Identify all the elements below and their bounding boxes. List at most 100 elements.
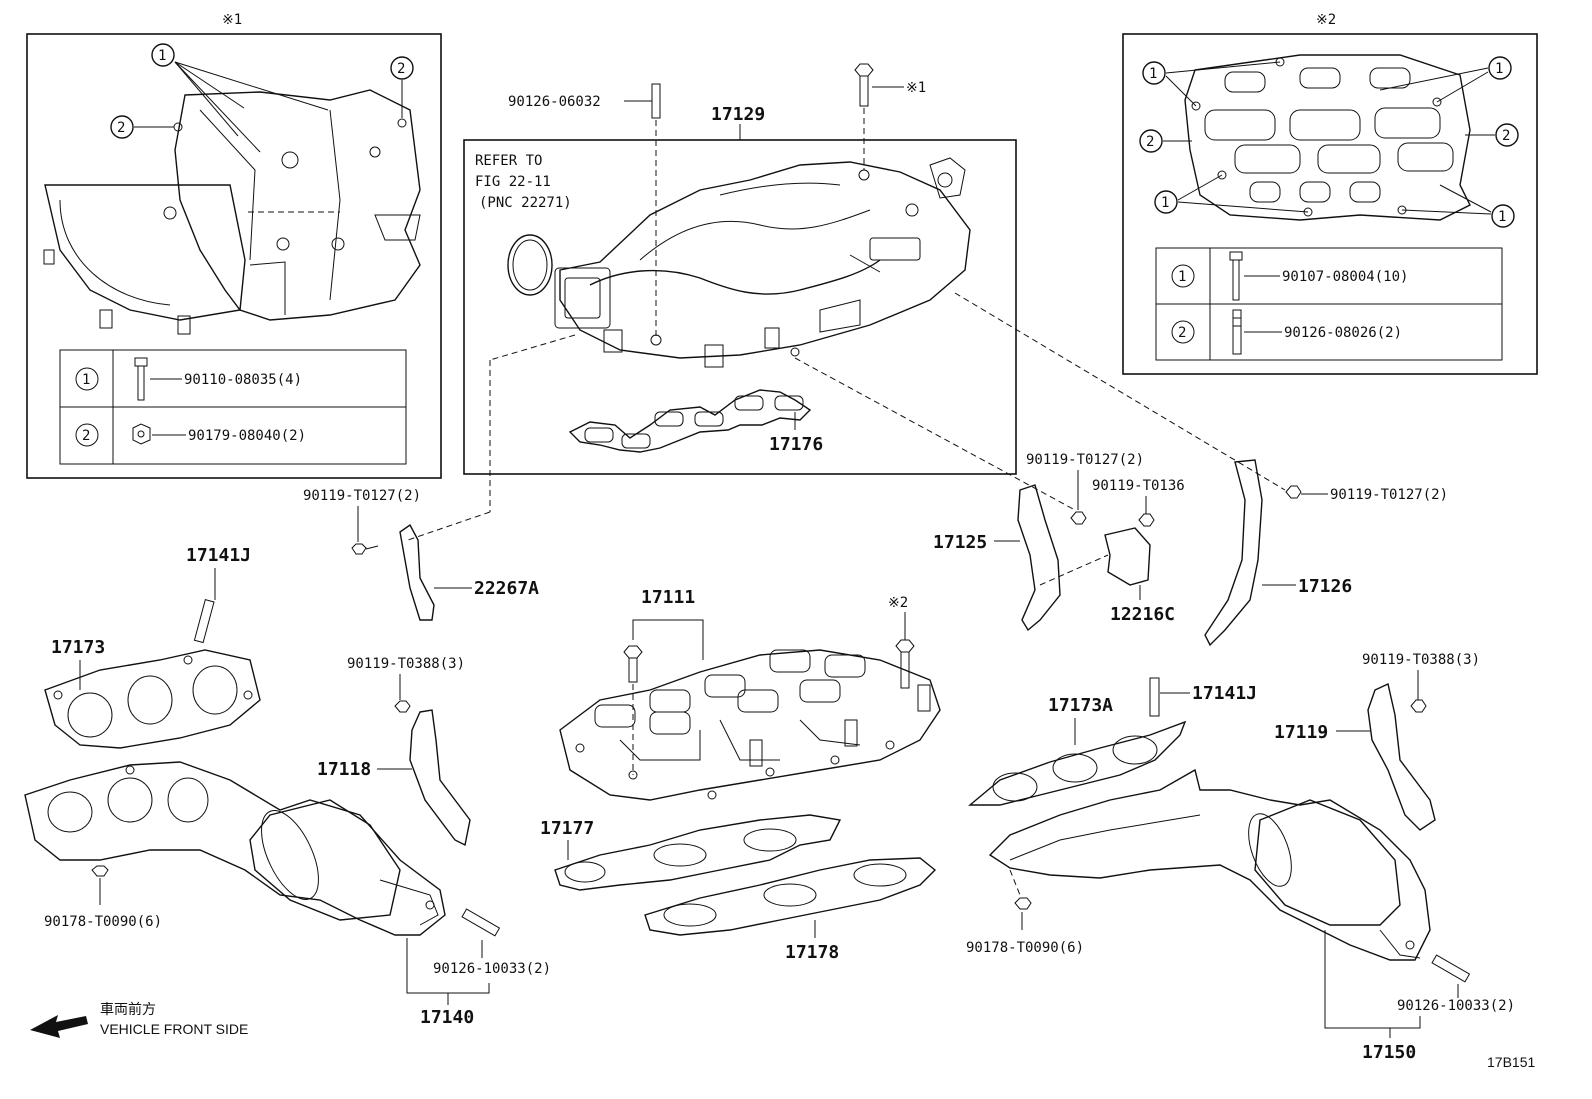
- bolt-icon: [1070, 511, 1087, 525]
- stud-icon: [1149, 677, 1160, 717]
- gasket-17176-drawing: [568, 389, 812, 453]
- refer-text: (PNC 22271): [479, 195, 572, 211]
- gasket-17173A-drawing: [968, 720, 1187, 806]
- o-ring: [507, 234, 553, 296]
- svg-text:1: 1: [1498, 209, 1506, 225]
- intake-manifold-17111-drawing: [559, 649, 941, 801]
- part-label: 90119-T0388(3): [347, 656, 465, 672]
- nut-icon: [1014, 897, 1032, 910]
- stud-icon: [1431, 954, 1471, 983]
- svg-text:1: 1: [82, 372, 90, 388]
- part-label-22267A: 22267A: [474, 578, 539, 599]
- plenum-frame: [463, 139, 1017, 475]
- mark-2: ※2: [888, 595, 908, 611]
- nut-icon: [91, 865, 109, 877]
- part-label-12216C: 12216C: [1110, 604, 1175, 625]
- bolt-icon: [895, 639, 915, 689]
- part-label-17177: 17177: [540, 818, 594, 839]
- svg-text:1: 1: [1149, 66, 1157, 82]
- legend-part-number: 90110-08035(4): [184, 372, 302, 388]
- part-label-17141J: 17141J: [186, 545, 251, 566]
- bolt-icon: [623, 645, 643, 683]
- bolt-icon: [1229, 251, 1243, 301]
- vehicle-front-indicator: 車両前方 VEHICLE FRONT SIDE: [30, 1001, 248, 1038]
- svg-text:1: 1: [1161, 195, 1169, 211]
- bolt-mark: ※1: [906, 80, 926, 96]
- svg-text:2: 2: [1502, 128, 1510, 144]
- plenum-group: 17129 REFER TO FIG 22-11 (PNC 22271) 901…: [463, 63, 1017, 475]
- exhaust-manifold-17140-drawing: [24, 761, 446, 936]
- inset-1-mark: ※1: [222, 12, 242, 28]
- svg-text:2: 2: [1178, 325, 1186, 341]
- inset-1-frame: [26, 33, 442, 479]
- part-label-17126: 17126: [1298, 576, 1352, 597]
- callout-2: [390, 56, 414, 80]
- heat-insulator-drawing: [43, 89, 421, 335]
- manifold-gasket-drawing: [1184, 54, 1471, 221]
- callout-1: [151, 43, 175, 67]
- inset-2: ※2 1 1 2: [1122, 12, 1538, 375]
- part-label: 90178-T0090(6): [966, 940, 1084, 956]
- refer-text: REFER TO: [475, 153, 542, 169]
- part-label: 90119-T0127(2): [1330, 487, 1448, 503]
- front-label-jp: 車両前方: [100, 1001, 156, 1018]
- part-label: 90119-T0136: [1092, 478, 1185, 494]
- bolt-icon: [1410, 699, 1427, 713]
- bolt-icon: [134, 357, 148, 401]
- stud-icon: [193, 599, 215, 644]
- part-label-17178: 17178: [785, 942, 839, 963]
- bracket-22267A: [399, 523, 435, 621]
- svg-text:2: 2: [1146, 134, 1154, 150]
- inset-2-legend: 1 90107-08004(10) 2 90126-08026(2): [1155, 247, 1503, 361]
- stud-icon: [461, 908, 501, 937]
- part-label-17141J: 17141J: [1192, 683, 1257, 704]
- gasket-17178-drawing: [644, 857, 937, 936]
- callout-2: [110, 115, 134, 139]
- inset-1-legend: 1 90110-08035(4) 2 90179-08040(2): [59, 349, 407, 465]
- part-label-17150: 17150: [1362, 1042, 1416, 1063]
- svg-text:1: 1: [158, 48, 166, 64]
- bracket-17119: [1367, 683, 1436, 831]
- figure-id: 17B151: [1487, 1054, 1535, 1070]
- svg-text:2: 2: [82, 428, 90, 444]
- svg-text:1: 1: [1495, 61, 1503, 77]
- part-label: 90178-T0090(6): [44, 914, 162, 930]
- bolt-icon: [351, 543, 379, 555]
- svg-text:1: 1: [1178, 269, 1186, 285]
- part-label-17119: 17119: [1274, 722, 1328, 743]
- bolt-icon: [394, 700, 411, 713]
- part-label: 90119-T0388(3): [1362, 652, 1480, 668]
- part-label: 90126-10033(2): [1397, 998, 1515, 1014]
- gasket-17177-drawing: [554, 814, 842, 891]
- inset-1: ※1 1 2: [26, 12, 442, 479]
- inset-2-mark: ※2: [1316, 12, 1336, 28]
- svg-text:2: 2: [397, 61, 405, 77]
- inset-2-frame: [1122, 33, 1538, 375]
- refer-text: FIG 22-11: [475, 174, 551, 190]
- part-label-17118: 17118: [317, 759, 371, 780]
- part-label-17111: 17111: [641, 587, 695, 608]
- part-label-17129: 17129: [711, 104, 765, 125]
- part-label-17140: 17140: [420, 1007, 474, 1028]
- part-label-17173A: 17173A: [1048, 695, 1113, 716]
- legend-part-number: 90179-08040(2): [188, 428, 306, 444]
- bracket-17126: [1204, 459, 1263, 647]
- part-label-17173: 17173: [51, 637, 105, 658]
- bracket-17125: [1017, 484, 1061, 632]
- gasket-17173-drawing: [44, 649, 261, 749]
- bolt-icon: [1138, 513, 1155, 527]
- exhaust-manifold-17150-drawing: [988, 768, 1431, 961]
- bolt-icon: [1285, 485, 1302, 499]
- svg-text:2: 2: [117, 120, 125, 136]
- arrow-left-icon: [30, 1015, 88, 1038]
- stud-icon: [1232, 309, 1242, 355]
- part-label: 90126-10033(2): [433, 961, 551, 977]
- part-label-17125: 17125: [933, 532, 987, 553]
- part-label: 90119-T0127(2): [303, 488, 421, 504]
- nut-icon: [132, 423, 151, 445]
- part-label-17176: 17176: [769, 434, 823, 455]
- bracket-12216C: [1104, 527, 1151, 586]
- front-label-en: VEHICLE FRONT SIDE: [100, 1021, 248, 1037]
- part-label: 90126-06032: [508, 94, 601, 110]
